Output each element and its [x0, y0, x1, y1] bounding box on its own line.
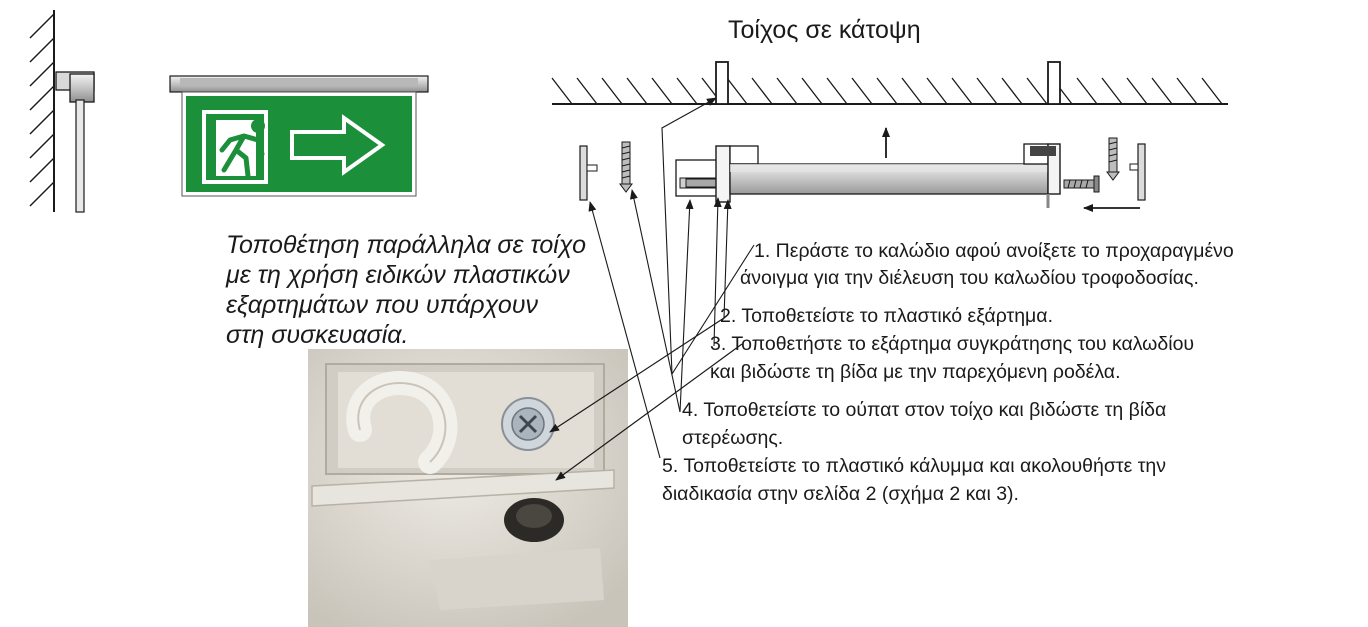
- wall-hatch-line: [1201, 77, 1223, 105]
- wall-hatch-line: [826, 77, 848, 105]
- wall-hatch-line: [651, 77, 673, 105]
- step-4-line-1: 4. Τοποθετείστε το ούπατ στον τοίχο και …: [682, 399, 1167, 421]
- wall-hatch-line: [1026, 77, 1048, 105]
- wall-hatch-line: [876, 77, 898, 105]
- leader-lines: [588, 97, 755, 459]
- plan-wall: [551, 61, 1228, 105]
- wall-hatch-line: [551, 77, 573, 105]
- wall-hatch-line: [726, 77, 748, 105]
- exit-door-icon: [202, 110, 268, 184]
- caption-line: εξαρτημάτων που υπάρχουν: [226, 291, 538, 319]
- wall-hatch-line: [926, 77, 948, 105]
- step-1-line-1: 1. Περάστε το καλώδιο αφού ανοίξετε το π…: [754, 240, 1234, 262]
- step-3-line-2: και βιδώστε τη βίδα με την παρεχόμενη ρο…: [710, 361, 1121, 383]
- step-5-line-2: διαδικασία στην σελίδα 2 (σχήμα 2 και 3)…: [662, 483, 1019, 505]
- wall-hatch-line: [1101, 77, 1123, 105]
- wall-hatch-line: [1151, 77, 1173, 105]
- side-wall: [29, 10, 55, 212]
- right-vertical-screw: [1106, 137, 1120, 181]
- wall-hatch-line: [601, 77, 623, 105]
- caption-line: Τοποθέτηση παράλληλα σε τοίχο: [226, 231, 586, 259]
- photo-arrow-cable: [555, 343, 743, 481]
- wall-hatch-line: [901, 77, 923, 105]
- step-5-line-1: 5. Τοποθετείστε το πλαστικό κάλυμμα και …: [662, 455, 1167, 477]
- step-3-line-1: 3. Τοποθετήστε το εξάρτημα συγκράτησης τ…: [710, 333, 1195, 355]
- wall-hatch-line: [801, 77, 823, 105]
- plan-view-title: Τοίχος σε κάτοψη: [728, 16, 921, 44]
- right-horizontal-screw: [1063, 175, 1100, 193]
- step-1-line-2: άνοιγμα για την διέλευση του καλωδίου τρ…: [740, 267, 1199, 289]
- side-mount-caption: Τοποθέτηση παράλληλα σε τοίχο με τη χρήσ…: [226, 230, 586, 350]
- exit-sign: [169, 75, 429, 197]
- wall-hatch-line: [576, 77, 598, 105]
- wall-hatch-line: [976, 77, 998, 105]
- wall-hatch-line: [1176, 77, 1198, 105]
- wall-hatch-line: [751, 77, 773, 105]
- arrow-right-icon: [290, 114, 386, 176]
- wall-hatch-line: [626, 77, 648, 105]
- side-view-luminaire: [55, 71, 95, 213]
- installation-photo: [308, 349, 628, 627]
- wall-hatch-line: [851, 77, 873, 105]
- caption-line: με τη χρήση ειδικών πλαστικών: [226, 261, 570, 289]
- plan-luminaire: [579, 137, 1146, 208]
- wall-hatch-line: [1076, 77, 1098, 105]
- caption-line: στη συσκευασία.: [226, 321, 409, 349]
- wall-hatch-line: [1126, 77, 1148, 105]
- wall-hatch-line: [776, 77, 798, 105]
- step-2: 2. Τοποθετείστε το πλαστικό εξάρτημα.: [720, 305, 1053, 327]
- left-vertical-screw: [619, 141, 633, 193]
- step-4-line-2: στερέωσης.: [682, 427, 784, 449]
- wall-hatch-line: [1001, 77, 1023, 105]
- wall-hatch-line: [676, 77, 698, 105]
- left-horizontal-screw: [685, 178, 717, 188]
- wall-hatch-line: [951, 77, 973, 105]
